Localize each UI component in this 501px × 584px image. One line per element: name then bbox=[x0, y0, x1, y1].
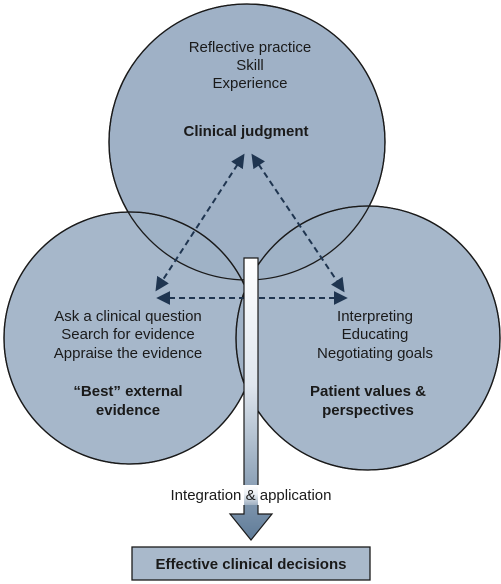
dashed-arrow-right bbox=[251, 153, 345, 293]
integration-label: Integration & application bbox=[171, 487, 332, 504]
dashed-arrow-left bbox=[155, 153, 245, 292]
patient-title-line-2: perspectives bbox=[322, 402, 414, 419]
integration-arrow bbox=[228, 257, 274, 541]
evidence-line-2: Search for evidence bbox=[61, 326, 194, 343]
patient-line-3: Negotiating goals bbox=[317, 345, 433, 362]
patient-line-2: Educating bbox=[342, 326, 409, 343]
evidence-title-line-2: evidence bbox=[96, 402, 160, 419]
clinical-judgment-title: Clinical judgment bbox=[183, 123, 308, 140]
patient-line-1: Interpreting bbox=[337, 308, 413, 325]
clinical-judgment-line-2: Skill bbox=[236, 57, 264, 74]
outcome-label: Effective clinical decisions bbox=[156, 556, 347, 573]
evidence-title-line-1: “Best” external bbox=[73, 383, 182, 400]
outcome-box bbox=[131, 546, 371, 581]
evidence-line-1: Ask a clinical question bbox=[54, 308, 202, 325]
patient-title-line-1: Patient values & bbox=[310, 383, 426, 400]
clinical-judgment-line-3: Experience bbox=[212, 75, 287, 92]
evidence-line-3: Appraise the evidence bbox=[54, 345, 202, 362]
clinical-judgment-line-1: Reflective practice bbox=[189, 39, 312, 56]
